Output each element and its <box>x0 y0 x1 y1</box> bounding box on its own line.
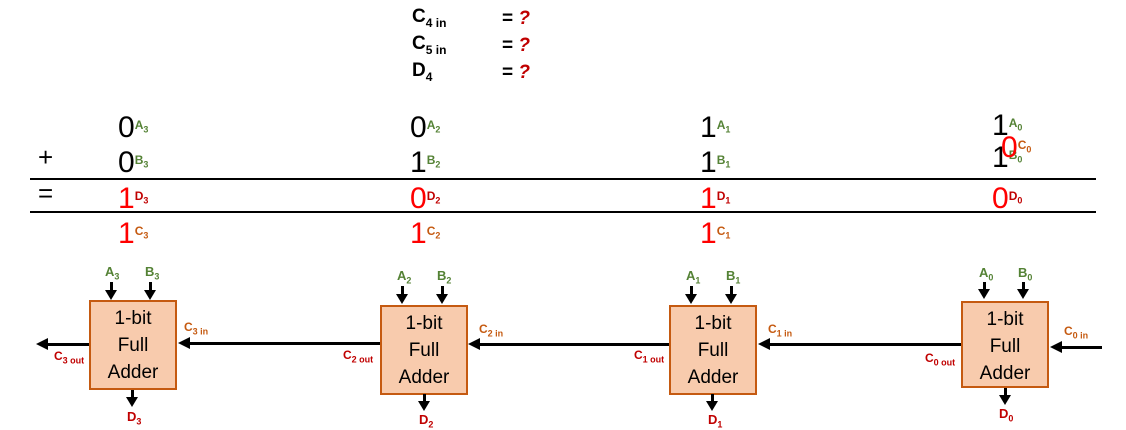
full-adder-2: 1-bit Full Adder <box>380 305 468 395</box>
input-label-a2: A2 <box>397 268 412 286</box>
full-adder-3: 1-bit Full Adder <box>89 300 177 390</box>
input-label-a3: A3 <box>105 264 120 282</box>
full-adder-1: 1-bit Full Adder <box>669 305 757 395</box>
carry-in-label-2: C2 in <box>479 322 504 339</box>
wire-a3 <box>110 282 113 292</box>
digit-b1: 1B1 <box>700 146 731 179</box>
question-c5in-label: C5 in <box>412 33 447 57</box>
adder-label-line3: Adder <box>398 367 450 388</box>
adder-label-line2: Full <box>117 335 149 356</box>
adder-label-line1: 1-bit <box>986 309 1024 330</box>
output-label-d2: D2 <box>419 412 434 430</box>
arrow-down-icon <box>396 294 408 304</box>
arrow-down-icon <box>725 294 737 304</box>
input-label-b0: B0 <box>1018 265 1033 283</box>
adder-label-line2: Full <box>697 340 729 361</box>
adder-label-line3: Adder <box>979 363 1031 384</box>
equals-operator: = <box>38 178 54 208</box>
arrow-down-icon <box>126 397 138 407</box>
wire-a0 <box>983 282 986 291</box>
output-label-d0: D0 <box>999 406 1014 424</box>
adder-label-line1: 1-bit <box>694 313 732 334</box>
arrow-down-icon <box>418 401 430 411</box>
digit-d3: 1D3 <box>118 182 149 215</box>
arrow-down-icon <box>144 290 156 300</box>
question-d4-label: D4 <box>412 60 433 84</box>
sum-line-top <box>30 178 1096 180</box>
arrow-down-icon <box>978 289 990 299</box>
digit-b0: 1B0 <box>992 141 1023 174</box>
wire-b0 <box>1022 282 1025 291</box>
wire-c3-in <box>188 342 380 345</box>
carry-out-label-1: C1 out <box>634 348 665 365</box>
adder-label-line3: Adder <box>687 367 739 388</box>
input-label-a0: A0 <box>979 265 994 283</box>
arrow-down-icon <box>436 294 448 304</box>
digit-b3: 0B3 <box>118 146 149 179</box>
wire-c0-out <box>910 343 961 346</box>
digit-d1: 1D1 <box>700 182 731 215</box>
wire-d2 <box>423 394 426 402</box>
digit-b2: 1B2 <box>410 146 441 179</box>
carry-out-label-2: C2 out <box>343 348 374 365</box>
wire-c1-in <box>768 343 962 346</box>
question-c4in-value: = ? <box>502 8 530 29</box>
adder-label-line1: 1-bit <box>405 313 443 334</box>
wire-b3 <box>149 282 152 292</box>
question-c4in-label: C4 in <box>412 6 447 30</box>
arrow-left-icon <box>758 338 770 350</box>
digit-c0: 0C0 <box>1001 131 1032 164</box>
wire-b1 <box>730 286 733 296</box>
wire-a2 <box>401 286 404 296</box>
carry-out-label-3: C3 out <box>54 349 85 366</box>
carry-in-label-0: C0 in <box>1064 324 1089 341</box>
digit-a0: 1A0 <box>992 109 1023 142</box>
full-adder-0: 1-bit Full Adder <box>961 301 1049 388</box>
digit-c1: 1C1 <box>700 217 731 250</box>
input-label-a1: A1 <box>686 268 701 286</box>
carry-in-label-1: C1 in <box>768 322 793 339</box>
wire-d3 <box>131 390 134 398</box>
question-c5in-value: = ? <box>502 35 530 56</box>
adder-label-line2: Full <box>989 336 1021 357</box>
digit-d0: 0D0 <box>992 182 1023 215</box>
question-d4-value: = ? <box>502 62 530 83</box>
digit-a1: 1A1 <box>700 111 731 144</box>
wire-d0 <box>1004 388 1007 396</box>
digit-a2: 0A2 <box>410 111 441 144</box>
sum-line-bottom <box>30 211 1096 213</box>
wire-c3-out <box>46 343 90 346</box>
output-label-d3: D3 <box>127 409 142 427</box>
adder-label-line1: 1-bit <box>114 308 152 329</box>
arrow-down-icon <box>105 290 117 300</box>
input-label-b1: B1 <box>726 268 741 286</box>
arrow-down-icon <box>1017 289 1029 299</box>
adder-label-line2: Full <box>408 340 440 361</box>
carry-in-label-3: C3 in <box>184 320 209 337</box>
arrow-down-icon <box>706 401 718 411</box>
wire-a1 <box>690 286 693 296</box>
output-label-d1: D1 <box>708 412 723 430</box>
adder-label-line3: Adder <box>107 362 159 383</box>
arrow-left-icon <box>36 338 48 350</box>
wire-b2 <box>441 286 444 296</box>
wire-c2-in <box>478 343 670 346</box>
carry-out-label-0: C0 out <box>925 351 956 368</box>
input-label-b3: B3 <box>145 264 160 282</box>
digit-c3: 1C3 <box>118 217 149 250</box>
arrow-down-icon <box>999 395 1011 405</box>
wire-c0-in <box>1060 346 1102 349</box>
digit-c2: 1C2 <box>410 217 441 250</box>
digit-a3: 0A3 <box>118 111 149 144</box>
plus-operator: + <box>38 142 54 172</box>
input-label-b2: B2 <box>437 268 452 286</box>
arrow-down-icon <box>685 294 697 304</box>
arrow-left-icon <box>468 338 480 350</box>
wire-d1 <box>711 394 714 402</box>
digit-d2: 0D2 <box>410 182 441 215</box>
arrow-left-icon <box>1050 341 1062 353</box>
arrow-left-icon <box>178 337 190 349</box>
